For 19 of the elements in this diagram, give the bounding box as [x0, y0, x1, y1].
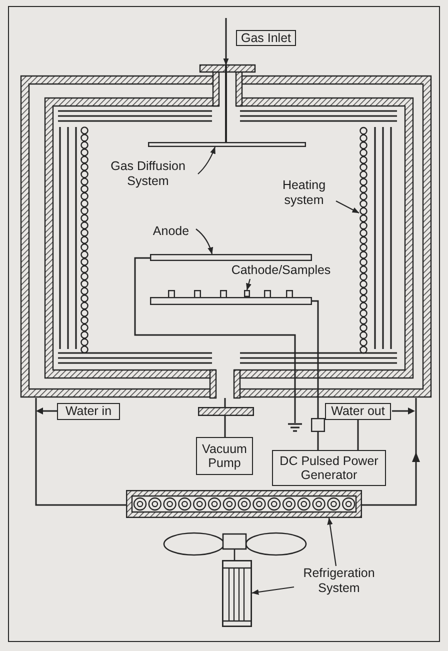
heat-exchanger	[126, 490, 362, 518]
switch-box	[311, 418, 325, 432]
callout-text: Heating system	[272, 178, 336, 210]
ground-symbol	[288, 420, 302, 432]
diffuser-plate	[148, 142, 306, 147]
callout-text: Cathode/Samples	[222, 263, 340, 279]
callout-text: Refrigeration System	[294, 566, 384, 600]
pipe-label: Water in	[57, 403, 120, 420]
sample-block	[244, 290, 250, 297]
callout-text: Anode	[146, 224, 196, 239]
motor-drawing	[222, 560, 252, 627]
equipment-box: DC Pulsed Power Generator	[272, 450, 386, 486]
equipment-box: Vacuum Pump	[196, 437, 253, 475]
pipe-label: Water out	[325, 403, 391, 420]
inlet-label: Gas Inlet	[236, 30, 296, 46]
anode-plate	[150, 254, 312, 261]
callout-text: Gas Diffusion System	[98, 159, 198, 191]
heating-coil	[359, 127, 368, 354]
cathode-plate	[150, 297, 312, 305]
